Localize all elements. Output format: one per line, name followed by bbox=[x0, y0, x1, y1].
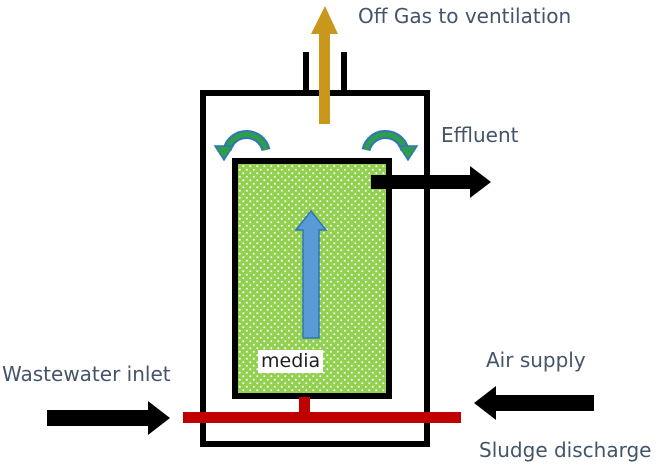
air-supply-arrow-icon bbox=[474, 386, 594, 420]
media-label: media bbox=[258, 350, 324, 373]
air-supply-label: Air supply bbox=[486, 348, 586, 372]
outer-vessel bbox=[200, 90, 430, 447]
off-gas-arrow-icon bbox=[311, 6, 338, 124]
sludge-discharge-label: Sludge discharge bbox=[479, 438, 652, 462]
wastewater-inlet-label: Wastewater inlet bbox=[2, 362, 171, 386]
effluent-arrow-icon bbox=[371, 166, 491, 198]
left-recirculation-arrow-icon bbox=[213, 130, 271, 162]
exhaust-pipe bbox=[303, 52, 347, 93]
effluent-label: Effluent bbox=[441, 123, 519, 147]
inlet-arrow-icon bbox=[47, 401, 170, 435]
upflow-arrow-icon bbox=[294, 209, 328, 339]
right-recirculation-arrow-icon bbox=[361, 130, 419, 162]
off-gas-label: Off Gas to ventilation bbox=[358, 4, 572, 28]
air-distribution-pipe bbox=[183, 397, 461, 423]
